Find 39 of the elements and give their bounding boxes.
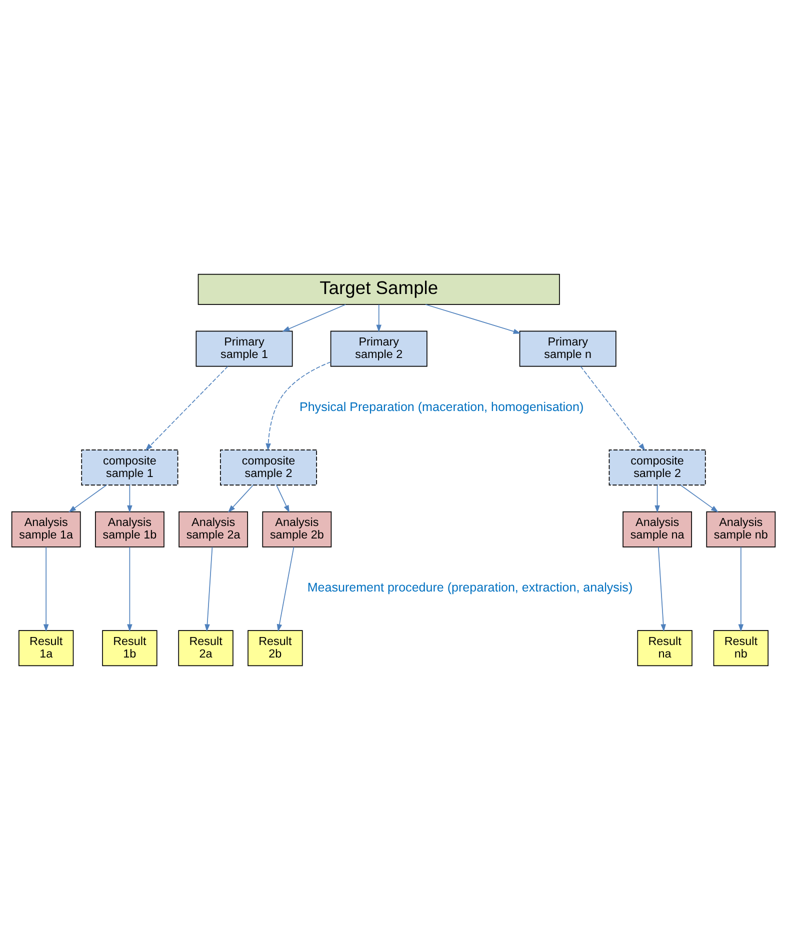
node-box: Result 2a (178, 630, 234, 666)
node-box: Analysis sample nb (706, 511, 776, 548)
arrow (680, 484, 718, 512)
node-box: Result 1a (18, 630, 74, 666)
arrow (68, 484, 107, 512)
arrow (127, 484, 132, 513)
node-box: Result na (637, 630, 692, 666)
arrow (580, 366, 646, 451)
arrow (658, 546, 666, 632)
arrow (738, 546, 744, 632)
node-box: composite sample 1 (81, 450, 178, 486)
arrow (127, 546, 132, 632)
node-box: Analysis sample 1a (11, 511, 81, 548)
node-box: Target Sample (198, 274, 560, 305)
node-box: Primary sample 2 (330, 330, 428, 367)
node-box: Analysis sample 2a (178, 511, 248, 548)
node-box: Analysis sample 1b (95, 511, 164, 548)
arrow (276, 484, 290, 513)
arrow (266, 362, 332, 451)
node-box: Result nb (713, 630, 768, 666)
arrow (228, 484, 254, 513)
arrow (425, 304, 521, 334)
node-box: Primary sample 1 (196, 330, 293, 367)
node-box: Primary sample n (519, 330, 616, 367)
arrow (376, 304, 382, 332)
node-box: Result 1b (102, 630, 158, 666)
node-box: Analysis sample na (622, 511, 692, 548)
label: Measurement procedure (preparation, extraction, analysis) (307, 580, 633, 595)
node-box: Analysis sample 2b (262, 511, 332, 548)
arrow (43, 546, 49, 632)
arrow (204, 546, 213, 632)
node-box: composite sample 2 (608, 450, 706, 486)
node-box: composite sample 2 (220, 450, 317, 486)
arrow (654, 484, 660, 513)
node-box: Result 2b (248, 630, 303, 666)
arrow (282, 304, 346, 332)
label: Physical Preparation (maceration, homogenisation) (299, 400, 584, 414)
arrow (276, 546, 294, 632)
arrow (145, 366, 228, 451)
